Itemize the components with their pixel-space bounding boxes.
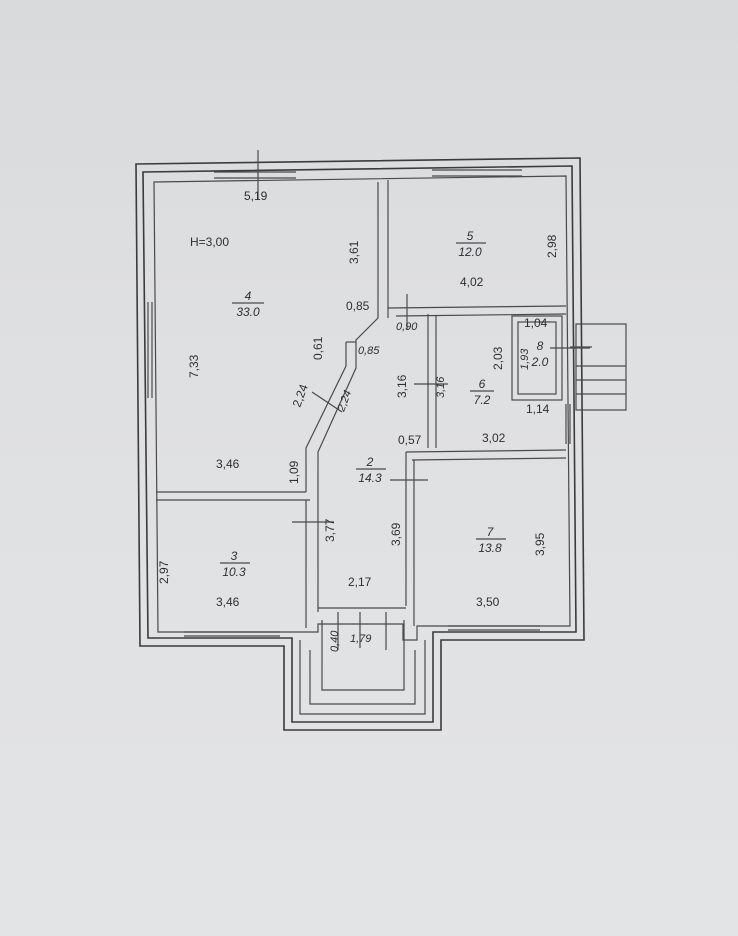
dim-r3-width: 3,46 [216, 595, 240, 609]
room-5-area: 12.0 [458, 245, 482, 259]
dim-r3-height: 2,97 [157, 560, 171, 584]
dim-r8-193: 1,93 [519, 348, 531, 370]
wall-diag-a [305, 342, 347, 492]
room-7: 7 13.8 [476, 525, 506, 555]
dim-diag-224b: 2,24 [335, 389, 354, 414]
room-4-area: 33.0 [236, 305, 260, 319]
room-8-number: 8 [537, 339, 544, 353]
wall-5-bottom-b [395, 313, 567, 317]
room-6-area: 7.2 [474, 393, 491, 407]
dim-hall-377: 3,77 [323, 518, 337, 542]
dim-hall-090: 0,90 [396, 321, 418, 333]
dim-hall-316a: 3,16 [395, 374, 409, 398]
room-8-area: 2.0 [531, 355, 549, 369]
dim-diag-224a: 2,24 [290, 382, 311, 409]
dim-hall-316b: 3,16 [435, 376, 447, 398]
dim-hall-369: 3,69 [389, 522, 403, 546]
dim-entry-040: 0,40 [329, 630, 341, 652]
dim-r4-height: 7,33 [187, 354, 201, 378]
dim-r8-104: 1,04 [524, 316, 548, 330]
room-3: 3 10.3 [220, 549, 250, 579]
room-8: 8 2.0 [531, 339, 549, 369]
porch-threshold [321, 620, 405, 691]
interior-walls [156, 180, 567, 650]
dim-hall-085: 0,85 [358, 345, 380, 357]
diag-mark [311, 391, 343, 413]
room-7-number: 7 [487, 525, 495, 539]
room-4-number: 4 [245, 289, 252, 303]
windows [147, 169, 571, 637]
dim-r7-height: 3,95 [533, 532, 547, 556]
room-6-number: 6 [479, 377, 486, 391]
porch-inner-line [299, 640, 426, 715]
ceiling-height-label: H=3,00 [190, 235, 229, 249]
room-8-outline [511, 315, 563, 401]
room-4: 4 33.0 [232, 289, 264, 319]
dim-r4-061: 0,61 [311, 336, 325, 360]
room-5: 5 12.0 [456, 229, 486, 259]
dim-top-width: 5,19 [244, 189, 268, 203]
dim-hall-057: 0,57 [398, 433, 422, 447]
dim-r4-bottom-109: 1,09 [287, 460, 301, 484]
room-3-area: 10.3 [222, 565, 246, 579]
side-stair [570, 323, 627, 411]
exterior-wall-outer [135, 157, 585, 731]
room-5-number: 5 [467, 229, 474, 243]
stair-outline [575, 323, 627, 411]
dimension-labels: 5,19 0,85 3,46 4,02 0,90 0,85 0,57 3,02 … [216, 189, 550, 645]
wall-diag-b [317, 344, 357, 612]
porch [299, 620, 426, 715]
dim-entry-179: 1,79 [350, 633, 371, 645]
dim-r4-width: 3,46 [216, 457, 240, 471]
section-marks [257, 150, 590, 648]
room-6: 6 7.2 [470, 377, 494, 407]
dim-r8-114: 1,14 [526, 402, 550, 416]
room-7-area: 13.8 [478, 541, 502, 555]
dim-r5-width: 4,02 [460, 275, 484, 289]
dim-r7-width: 3,50 [476, 595, 500, 609]
dim-r6-203: 2,03 [491, 346, 505, 370]
porch-step-line [309, 650, 416, 705]
dim-r4-085: 0,85 [346, 299, 370, 313]
dim-r4-right-top: 3,61 [347, 240, 361, 264]
exterior-wall-middle [142, 165, 577, 723]
room-8-inner [517, 321, 557, 395]
wall-5-bottom-a [387, 305, 567, 309]
room-2-number: 2 [366, 455, 374, 469]
dim-entry-217: 2,17 [348, 575, 372, 589]
dim-r6-302: 3,02 [482, 431, 506, 445]
wall-6-7-a [405, 449, 567, 453]
room-3-number: 3 [231, 549, 238, 563]
room-2-area: 14.3 [358, 471, 382, 485]
room-2: 2 14.3 [356, 455, 386, 485]
dim-r5-height: 2,98 [545, 234, 559, 258]
wall-6-7-b [411, 457, 567, 461]
